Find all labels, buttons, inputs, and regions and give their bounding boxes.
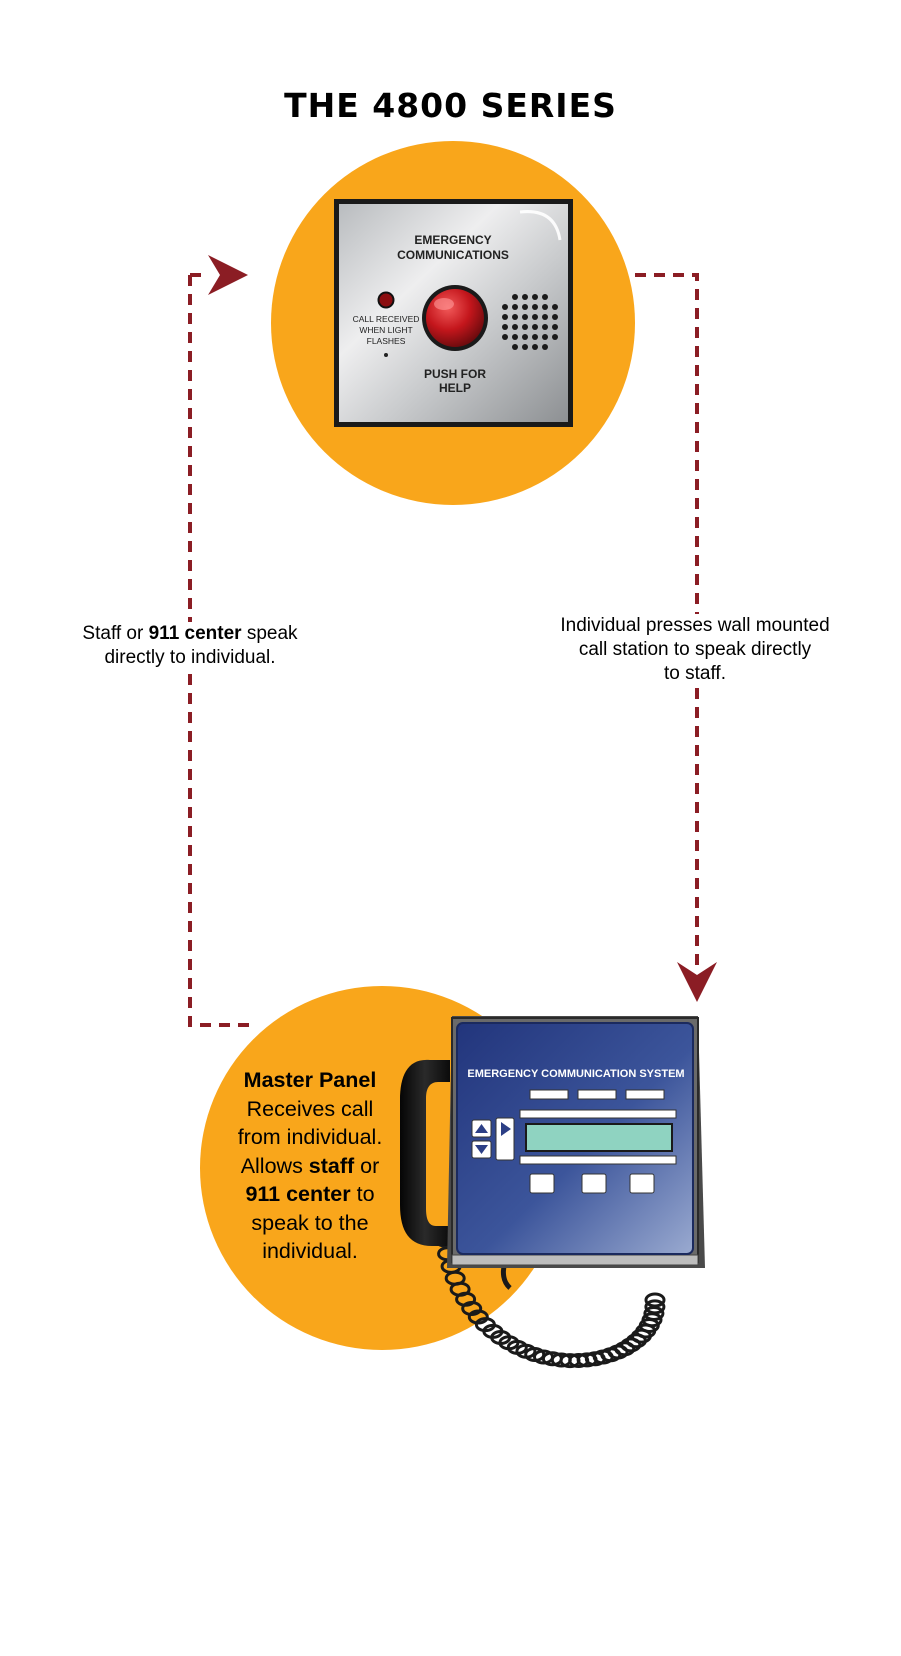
panel-key-2	[577, 1089, 617, 1100]
master-panel-line6: individual.	[262, 1239, 358, 1263]
panel-button-1	[529, 1173, 555, 1194]
arrow-head-down-icon	[677, 962, 717, 1002]
panel-key-1	[529, 1089, 569, 1100]
left-caption-part1: Staff or	[82, 623, 149, 644]
left-caption-part2: speak	[241, 623, 298, 644]
indicator-label-2: WHEN LIGHT	[359, 325, 412, 335]
indicator-light-icon	[377, 291, 395, 309]
right-caption-line2: call station to speak directly	[578, 639, 812, 660]
left-caption-line2: directly to individual.	[104, 647, 276, 668]
flow-line-right	[635, 273, 699, 965]
master-panel-line1: Receives call	[246, 1096, 374, 1121]
master-panel-caption: Master Panel Receives call from individu…	[215, 1066, 405, 1266]
speaker-grille-icon	[502, 294, 558, 350]
flow-line-left	[188, 273, 250, 1027]
right-caption-line1: Individual presses wall mounted	[560, 615, 830, 636]
play-button-icon	[495, 1117, 515, 1161]
handset-icon	[400, 1059, 450, 1246]
master-panel-line2: from individual.	[237, 1125, 383, 1149]
left-caption: Staff or 911 center speak directly to in…	[60, 622, 320, 670]
push-help-label-2: HELP	[439, 381, 471, 395]
panel-button-2	[581, 1173, 607, 1194]
call-station-heading-1: EMERGENCY	[414, 233, 491, 247]
panel-key-3	[625, 1089, 665, 1100]
master-panel-heading: Master Panel	[243, 1068, 377, 1092]
master-panel-device: EMERGENCY COMMUNICATION SYSTEM	[447, 1016, 705, 1268]
indicator-label-3: FLASHES	[367, 336, 406, 346]
panel-display-screen	[525, 1123, 673, 1152]
call-station-device: EMERGENCY COMMUNICATIONS CALL RECEIVED W…	[334, 199, 573, 427]
indicator-label-1: CALL RECEIVED	[353, 314, 420, 324]
right-caption: Individual presses wall mounted call sta…	[545, 614, 845, 686]
master-panel-line3-part1: Allows	[240, 1153, 309, 1178]
right-caption-line3: to staff.	[664, 663, 726, 684]
push-help-label-1: PUSH FOR	[424, 367, 486, 381]
master-panel-line4-bold: 911 center	[245, 1182, 351, 1206]
master-panel-device-label: EMERGENCY COMMUNICATION SYSTEM	[467, 1068, 684, 1080]
master-panel-line5: speak to the	[251, 1210, 369, 1235]
arrow-head-right-icon	[208, 255, 248, 295]
left-caption-bold: 911 center	[148, 623, 242, 644]
master-panel-line4-part2: to	[350, 1182, 375, 1206]
call-station-heading-2: COMMUNICATIONS	[397, 248, 509, 262]
master-panel-line3-part2: or	[354, 1153, 380, 1178]
page-title: THE 4800 SERIES	[284, 86, 617, 125]
panel-button-3	[629, 1173, 655, 1194]
master-panel-line3-bold: staff	[308, 1153, 355, 1178]
